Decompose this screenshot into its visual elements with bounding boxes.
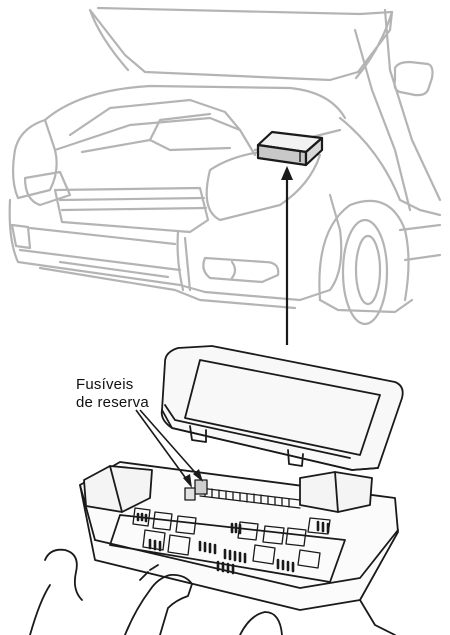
location-arrow	[281, 166, 293, 345]
grille	[53, 186, 210, 234]
callout-line-1: Fusíveis	[76, 376, 134, 393]
wiring-harness-hand	[124, 574, 193, 635]
left-fog-lamp	[10, 223, 32, 250]
left-headlight	[23, 170, 72, 207]
fuse-box-lid	[160, 345, 404, 471]
right-fog-lamp	[202, 256, 280, 284]
fuse-array	[132, 479, 331, 575]
front-bumper	[8, 193, 343, 302]
wiring-harness-right	[239, 611, 283, 635]
fuse-box-detail	[29, 345, 404, 635]
spare-fuse-1	[194, 479, 208, 495]
fuse-box-base	[79, 461, 399, 611]
open-hood	[88, 8, 394, 82]
wiring-harness-left	[29, 548, 83, 635]
vehicle-front	[8, 6, 442, 326]
front-wheel	[341, 218, 389, 326]
side-mirror	[393, 60, 434, 97]
fuse-box-on-vehicle	[256, 130, 324, 167]
spare-fuse-2	[184, 487, 196, 501]
spare-fuses-callout: Fusíveis de reserva	[76, 376, 149, 412]
right-headlight	[205, 148, 322, 222]
callout-line-2: de reserva	[76, 394, 149, 411]
callout-leaders	[135, 409, 203, 488]
